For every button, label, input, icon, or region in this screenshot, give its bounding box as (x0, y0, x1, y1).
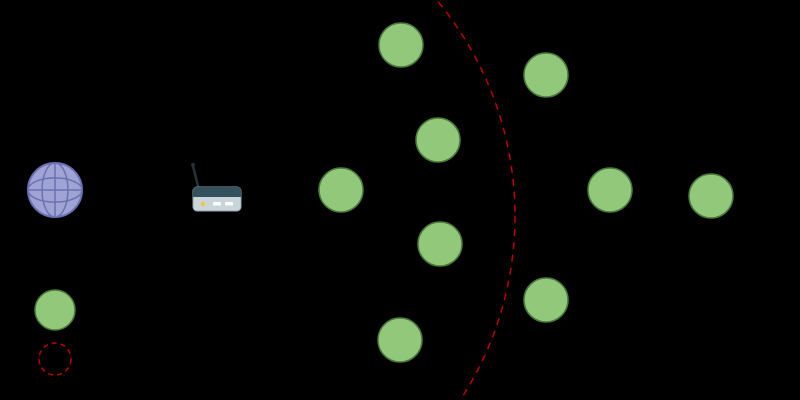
network-node-3 (415, 117, 461, 163)
radio-range-circle (435, 0, 516, 400)
legend-node-sample (34, 289, 76, 331)
network-node-1 (378, 22, 424, 68)
network-node-6 (688, 173, 734, 219)
globe-parallel (27, 177, 83, 203)
router-vent-2 (225, 202, 233, 206)
router-icon (191, 163, 242, 212)
router-antenna (191, 164, 201, 192)
router-vent-1 (213, 202, 221, 206)
network-node-5 (587, 167, 633, 213)
router-top-plate (193, 187, 241, 197)
internet-globe-icon (27, 162, 83, 218)
network-node-4 (318, 167, 364, 213)
network-node-8 (523, 277, 569, 323)
network-node-7 (417, 221, 463, 267)
router-antenna-tip (191, 163, 195, 167)
legend-range-sample (38, 342, 72, 376)
network-node-9 (377, 317, 423, 363)
router-light (200, 201, 206, 207)
network-node-2 (523, 52, 569, 98)
